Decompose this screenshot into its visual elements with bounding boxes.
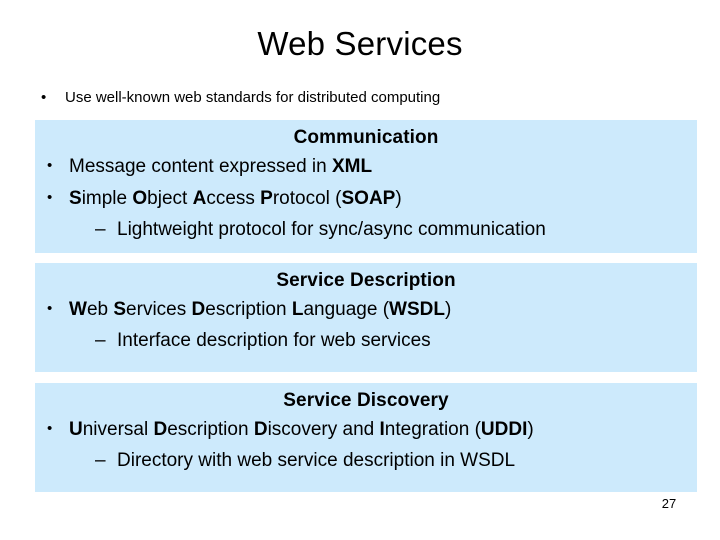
section-body: • Web Services Description Language (WSDL… [35, 293, 697, 356]
bullet-text: Universal Description Discovery and Inte… [69, 419, 534, 440]
bullet-line: • Web Services Description Language (WSDL… [35, 293, 697, 325]
section-service-description: Service Description • Web Services Descri… [35, 263, 697, 372]
bullet-text: Interface description for web services [117, 330, 431, 351]
bullet-line: • Universal Description Discovery and Int… [35, 413, 697, 445]
section-heading: Communication [293, 127, 439, 148]
sub-bullet-line: –Interface description for web services [35, 325, 697, 356]
sub-bullet-line: –Lightweight protocol for sync/async com… [35, 214, 697, 245]
bullet-text: Directory with web service description i… [117, 450, 516, 471]
section-heading: Service Discovery [283, 390, 449, 411]
page-number: 27 [661, 496, 677, 511]
bullet-line: • Message content expressed in XML [35, 150, 697, 182]
page-title: Web Services [257, 25, 463, 62]
section-body: • Universal Description Discovery and Int… [35, 413, 697, 476]
section-communication: Communication • Message content expressed… [35, 120, 697, 253]
dash-icon: – [95, 219, 106, 240]
intro-bullet-item: • Use well-known web standards for distri… [35, 88, 695, 108]
intro-bullet-text: Use well-known web standards for distrib… [65, 89, 441, 106]
bullet-dot-icon: • [47, 189, 53, 206]
bullet-text: Lightweight protocol for sync/async comm… [117, 219, 546, 240]
bullet-dot-icon: • [41, 89, 47, 106]
bullet-dot-icon: • [47, 300, 53, 317]
bullet-dot-icon: • [47, 420, 53, 437]
dash-icon: – [95, 330, 106, 351]
section-body: • Message content expressed in XML • Simple… [35, 150, 697, 245]
bullet-dot-icon: • [47, 157, 53, 174]
bullet-text: Message content expressed in XML [69, 156, 373, 177]
sub-bullet-line: –Directory with web service description … [35, 445, 697, 476]
bullet-text: Web Services Description Language (WSDL) [69, 299, 452, 320]
section-service-discovery: Service Discovery • Universal Description… [35, 383, 697, 492]
section-heading: Service Description [276, 270, 456, 291]
bullet-text: Simple Object Access Protocol (SOAP) [69, 188, 402, 209]
bullet-line: • Simple Object Access Protocol (SOAP) [35, 182, 697, 214]
dash-icon: – [95, 450, 106, 471]
